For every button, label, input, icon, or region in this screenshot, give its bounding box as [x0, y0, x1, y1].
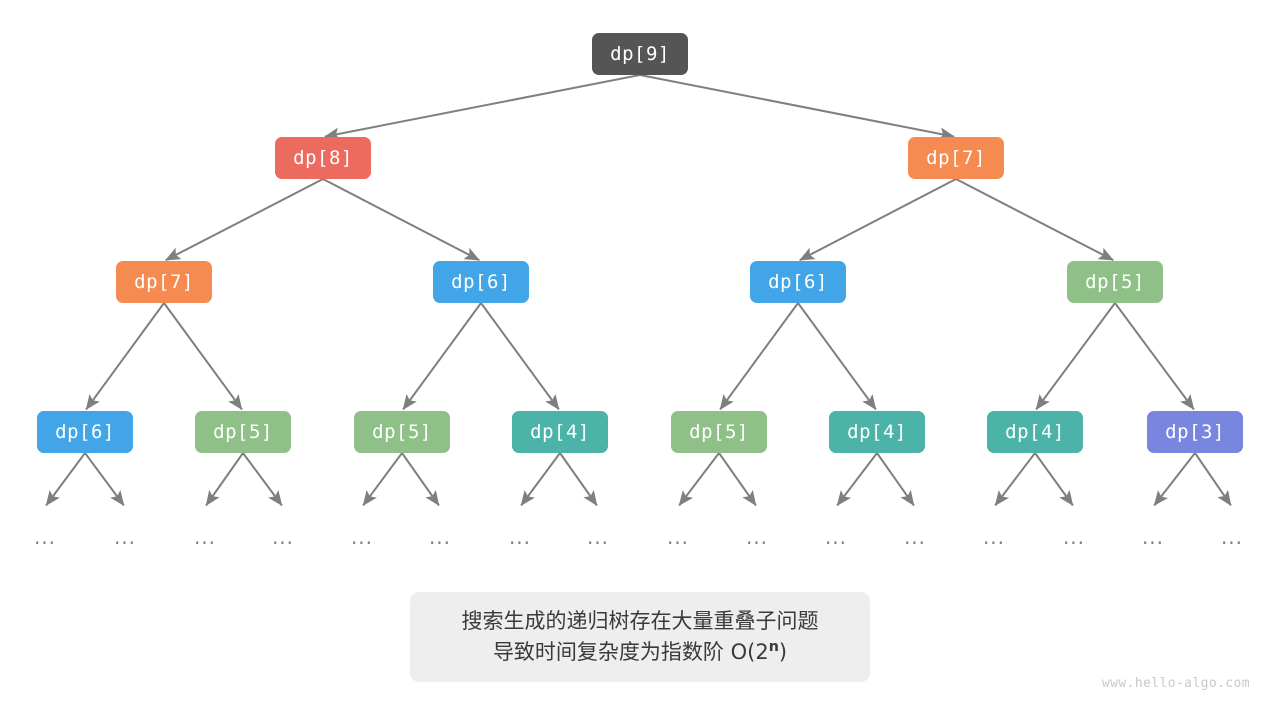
- tree-node-label: dp[4]: [1005, 421, 1065, 443]
- tree-edge: [1153, 452, 1196, 507]
- tree-edge: [324, 74, 641, 141]
- tree-edge: [876, 452, 915, 507]
- tree-node-label: dp[4]: [847, 421, 907, 443]
- tree-edge: [994, 452, 1036, 507]
- ellipsis-marker: ...: [982, 525, 1006, 549]
- tree-node-label: dp[3]: [1165, 421, 1225, 443]
- tree-node-label: dp[7]: [926, 147, 986, 169]
- tree-edge: [205, 452, 244, 507]
- tree-node-label: dp[9]: [610, 43, 670, 65]
- ellipsis-marker: ...: [824, 525, 848, 549]
- tree-edge: [322, 178, 480, 261]
- tree-edge: [520, 452, 561, 507]
- tree-edge: [639, 74, 955, 141]
- tree-node-dp3[interactable]: dp[3]: [1147, 411, 1243, 453]
- tree-node-dp5[interactable]: dp[5]: [1067, 261, 1163, 303]
- tree-node-dp6[interactable]: dp[6]: [433, 261, 529, 303]
- tree-node-label: dp[6]: [451, 271, 511, 293]
- tree-node-dp6[interactable]: dp[6]: [37, 411, 133, 453]
- tree-node-dp7[interactable]: dp[7]: [908, 137, 1004, 179]
- tree-node-label: dp[6]: [768, 271, 828, 293]
- tree-node-dp8[interactable]: dp[8]: [275, 137, 371, 179]
- ellipsis-marker: ...: [33, 525, 57, 549]
- caption-box: 搜索生成的递归树存在大量重叠子问题 导致时间复杂度为指数阶 O(2n): [410, 592, 870, 682]
- tree-node-dp9[interactable]: dp[9]: [592, 33, 688, 75]
- ellipsis-marker: ...: [508, 525, 532, 549]
- ellipsis-marker: ...: [1141, 525, 1165, 549]
- caption-line-2-suffix: ): [778, 640, 788, 664]
- ellipsis-marker: ...: [428, 525, 452, 549]
- tree-node-dp6[interactable]: dp[6]: [750, 261, 846, 303]
- watermark: www.hello-algo.com: [1101, 676, 1250, 691]
- tree-edge: [1114, 302, 1195, 411]
- ellipsis-marker: ...: [1220, 525, 1244, 549]
- tree-edge: [799, 178, 957, 261]
- tree-edge: [678, 452, 720, 507]
- tree-edge: [836, 452, 878, 507]
- tree-node-label: dp[5]: [213, 421, 273, 443]
- tree-edge: [165, 178, 324, 261]
- tree-edge: [718, 452, 757, 507]
- ellipsis-marker: ...: [113, 525, 137, 549]
- tree-edge: [1194, 452, 1232, 507]
- ellipsis-marker: ...: [1062, 525, 1086, 549]
- tree-edge: [84, 452, 125, 507]
- tree-node-label: dp[7]: [134, 271, 194, 293]
- caption-exponent: n: [768, 639, 779, 655]
- ellipsis-marker: ...: [350, 525, 374, 549]
- tree-node-dp5[interactable]: dp[5]: [354, 411, 450, 453]
- tree-node-label: dp[8]: [293, 147, 353, 169]
- tree-node-label: dp[4]: [530, 421, 590, 443]
- caption-line-2-prefix: 导致时间复杂度为指数阶 O(2: [492, 640, 769, 664]
- caption-line-1: 搜索生成的递归树存在大量重叠子问题: [461, 608, 819, 633]
- tree-edge: [402, 302, 482, 411]
- tree-node-dp4[interactable]: dp[4]: [987, 411, 1083, 453]
- tree-node-dp7[interactable]: dp[7]: [116, 261, 212, 303]
- tree-edge: [955, 178, 1114, 261]
- tree-edge: [85, 302, 165, 411]
- tree-node-dp4[interactable]: dp[4]: [829, 411, 925, 453]
- tree-node-dp4[interactable]: dp[4]: [512, 411, 608, 453]
- tree-edge: [362, 452, 403, 507]
- tree-node-label: dp[5]: [1085, 271, 1145, 293]
- tree-edge: [401, 452, 440, 507]
- ellipsis-marker: ...: [193, 525, 217, 549]
- tree-edge: [797, 302, 877, 411]
- tree-edge: [559, 452, 598, 507]
- tree-edge: [45, 452, 86, 507]
- tree-node-label: dp[5]: [689, 421, 749, 443]
- tree-node-dp5[interactable]: dp[5]: [195, 411, 291, 453]
- tree-edge: [163, 302, 243, 411]
- tree-edge: [242, 452, 283, 507]
- ellipsis-marker: ...: [666, 525, 690, 549]
- ellipsis-marker: ...: [903, 525, 927, 549]
- tree-edge: [480, 302, 560, 411]
- ellipsis-marker: ...: [271, 525, 295, 549]
- ellipsis-marker: ...: [745, 525, 769, 549]
- caption-line-2: 导致时间复杂度为指数阶 O(2n): [493, 637, 787, 669]
- tree-edge: [1034, 452, 1074, 507]
- tree-edge: [1035, 302, 1116, 411]
- tree-node-label: dp[5]: [372, 421, 432, 443]
- tree-node-label: dp[6]: [55, 421, 115, 443]
- tree-node-dp5[interactable]: dp[5]: [671, 411, 767, 453]
- tree-edge: [719, 302, 799, 411]
- ellipsis-marker: ...: [586, 525, 610, 549]
